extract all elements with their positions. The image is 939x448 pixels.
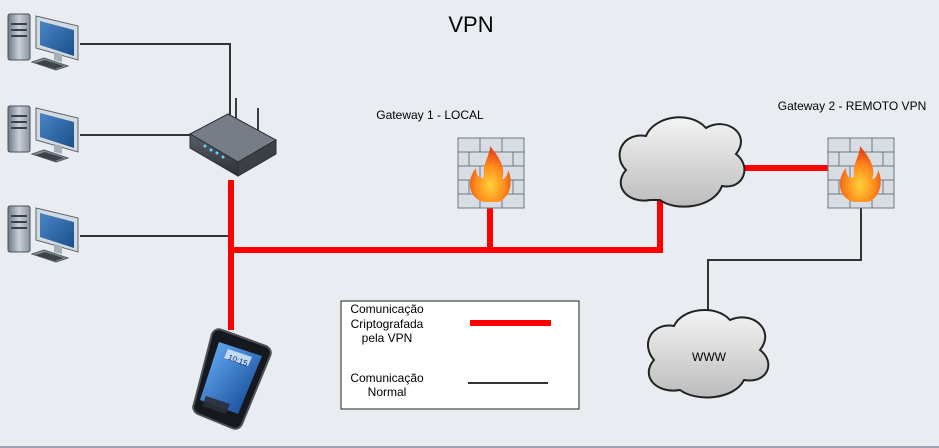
legend-encrypted-line1: Comunicação <box>350 302 424 316</box>
cloud-icon <box>618 116 746 208</box>
smartphone-icon: 10:15 <box>192 328 272 430</box>
legend-normal-line2: Normal <box>368 385 407 399</box>
link-gateway2-www <box>707 205 862 312</box>
firewall-icon <box>457 137 525 209</box>
link-computer1-router <box>80 43 231 120</box>
legend: Comunicação Criptografada pela VPN Comun… <box>340 300 580 410</box>
firewall-icon <box>827 137 895 209</box>
link-trunk <box>231 165 833 253</box>
desktop-computer-icon <box>7 105 79 163</box>
gateway2-label: Gateway 2 - REMOTO VPN <box>778 99 926 113</box>
cloud-icon <box>647 308 770 399</box>
vpn-links <box>228 165 833 330</box>
legend-normal-line1: Comunicação <box>350 371 424 385</box>
normal-links <box>80 43 862 312</box>
legend-encrypted-line3: pela VPN <box>362 331 413 345</box>
bottom-border <box>0 446 939 448</box>
legend-box <box>340 300 580 410</box>
router-icon <box>188 98 278 177</box>
www-cloud: WWW <box>647 308 770 399</box>
legend-encrypted-line2: Criptografada <box>351 317 424 331</box>
diagram-title: VPN <box>448 12 493 37</box>
desktop-computer-icon <box>7 13 79 71</box>
www-label: WWW <box>692 350 727 364</box>
desktop-computer-icon <box>7 205 79 263</box>
gateway1-label: Gateway 1 - LOCAL <box>376 108 484 122</box>
